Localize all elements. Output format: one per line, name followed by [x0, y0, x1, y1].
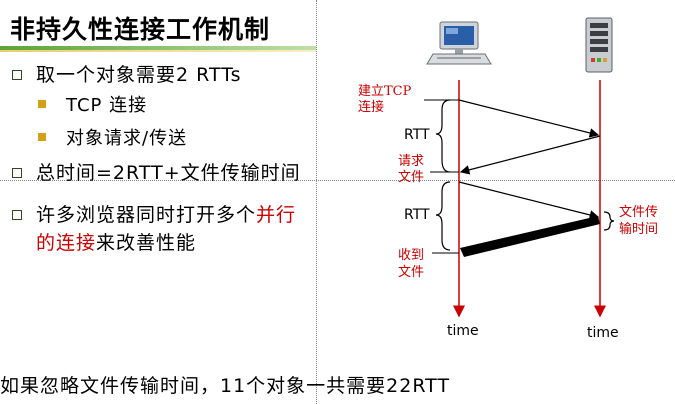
label-transfer-time: 输时间: [619, 221, 658, 237]
bullet-box-icon: [12, 210, 22, 220]
server-icon: [585, 17, 613, 73]
slide-title: 非持久性连接工作机制: [10, 15, 271, 44]
label-receive-file: 文件: [398, 265, 424, 280]
bullet-text: 许多浏览器同时打开多个并行: [36, 200, 296, 227]
rtt-brace: [435, 99, 451, 173]
sub-bullet-icon: [38, 133, 46, 141]
label-request-file: 请求: [398, 154, 424, 169]
bullet-highlight: 并行: [256, 204, 297, 226]
file-transfer-bar: [460, 216, 600, 257]
bullet-text: 总时间=2RTT+文件传输时间: [36, 162, 301, 184]
label-establish-tcp: 连接: [358, 99, 384, 115]
sub-bullet-text: TCP 连接: [66, 95, 148, 116]
client-time-label: time: [447, 323, 479, 339]
sub-bullet-icon: [38, 100, 46, 108]
title-underline: [0, 46, 316, 50]
title-underline-accent: [0, 50, 316, 52]
guide-horizontal: [0, 180, 675, 181]
sub-bullet-text: 对象请求/传送: [66, 128, 188, 149]
label-establish-tcp: 建立TCP: [358, 84, 412, 99]
server-time-label: time: [587, 325, 619, 341]
bullet-text: 取一个对象需要2 RTTs: [36, 64, 242, 86]
syn-arrow: [458, 99, 600, 138]
bullet-text: 的连接来改善性能: [36, 228, 196, 255]
bullet-text-part: 来改善性能: [96, 232, 197, 254]
request-arrow: [458, 181, 600, 220]
label-transfer-time: 文件传: [619, 205, 658, 220]
client-computer-icon: [426, 21, 492, 65]
transfer-brace: [603, 211, 615, 231]
bullet-highlight: 的连接: [36, 232, 97, 254]
label-request-file: 文件: [398, 170, 424, 185]
guide-vertical: [316, 0, 317, 404]
footer-note: 如果忽略文件传输时间，11个对象一共需要22RTT: [0, 375, 451, 397]
rtt-brace: [435, 181, 451, 251]
bullet-box-icon: [12, 70, 22, 80]
label-rtt: RTT: [404, 127, 430, 143]
ack-arrow: [459, 135, 601, 175]
label-receive-file: 收到: [398, 248, 424, 263]
bullet-box-icon: [12, 168, 22, 178]
label-rtt: RTT: [404, 207, 430, 223]
bullet-text-part: 许多浏览器同时打开多个: [36, 204, 257, 226]
